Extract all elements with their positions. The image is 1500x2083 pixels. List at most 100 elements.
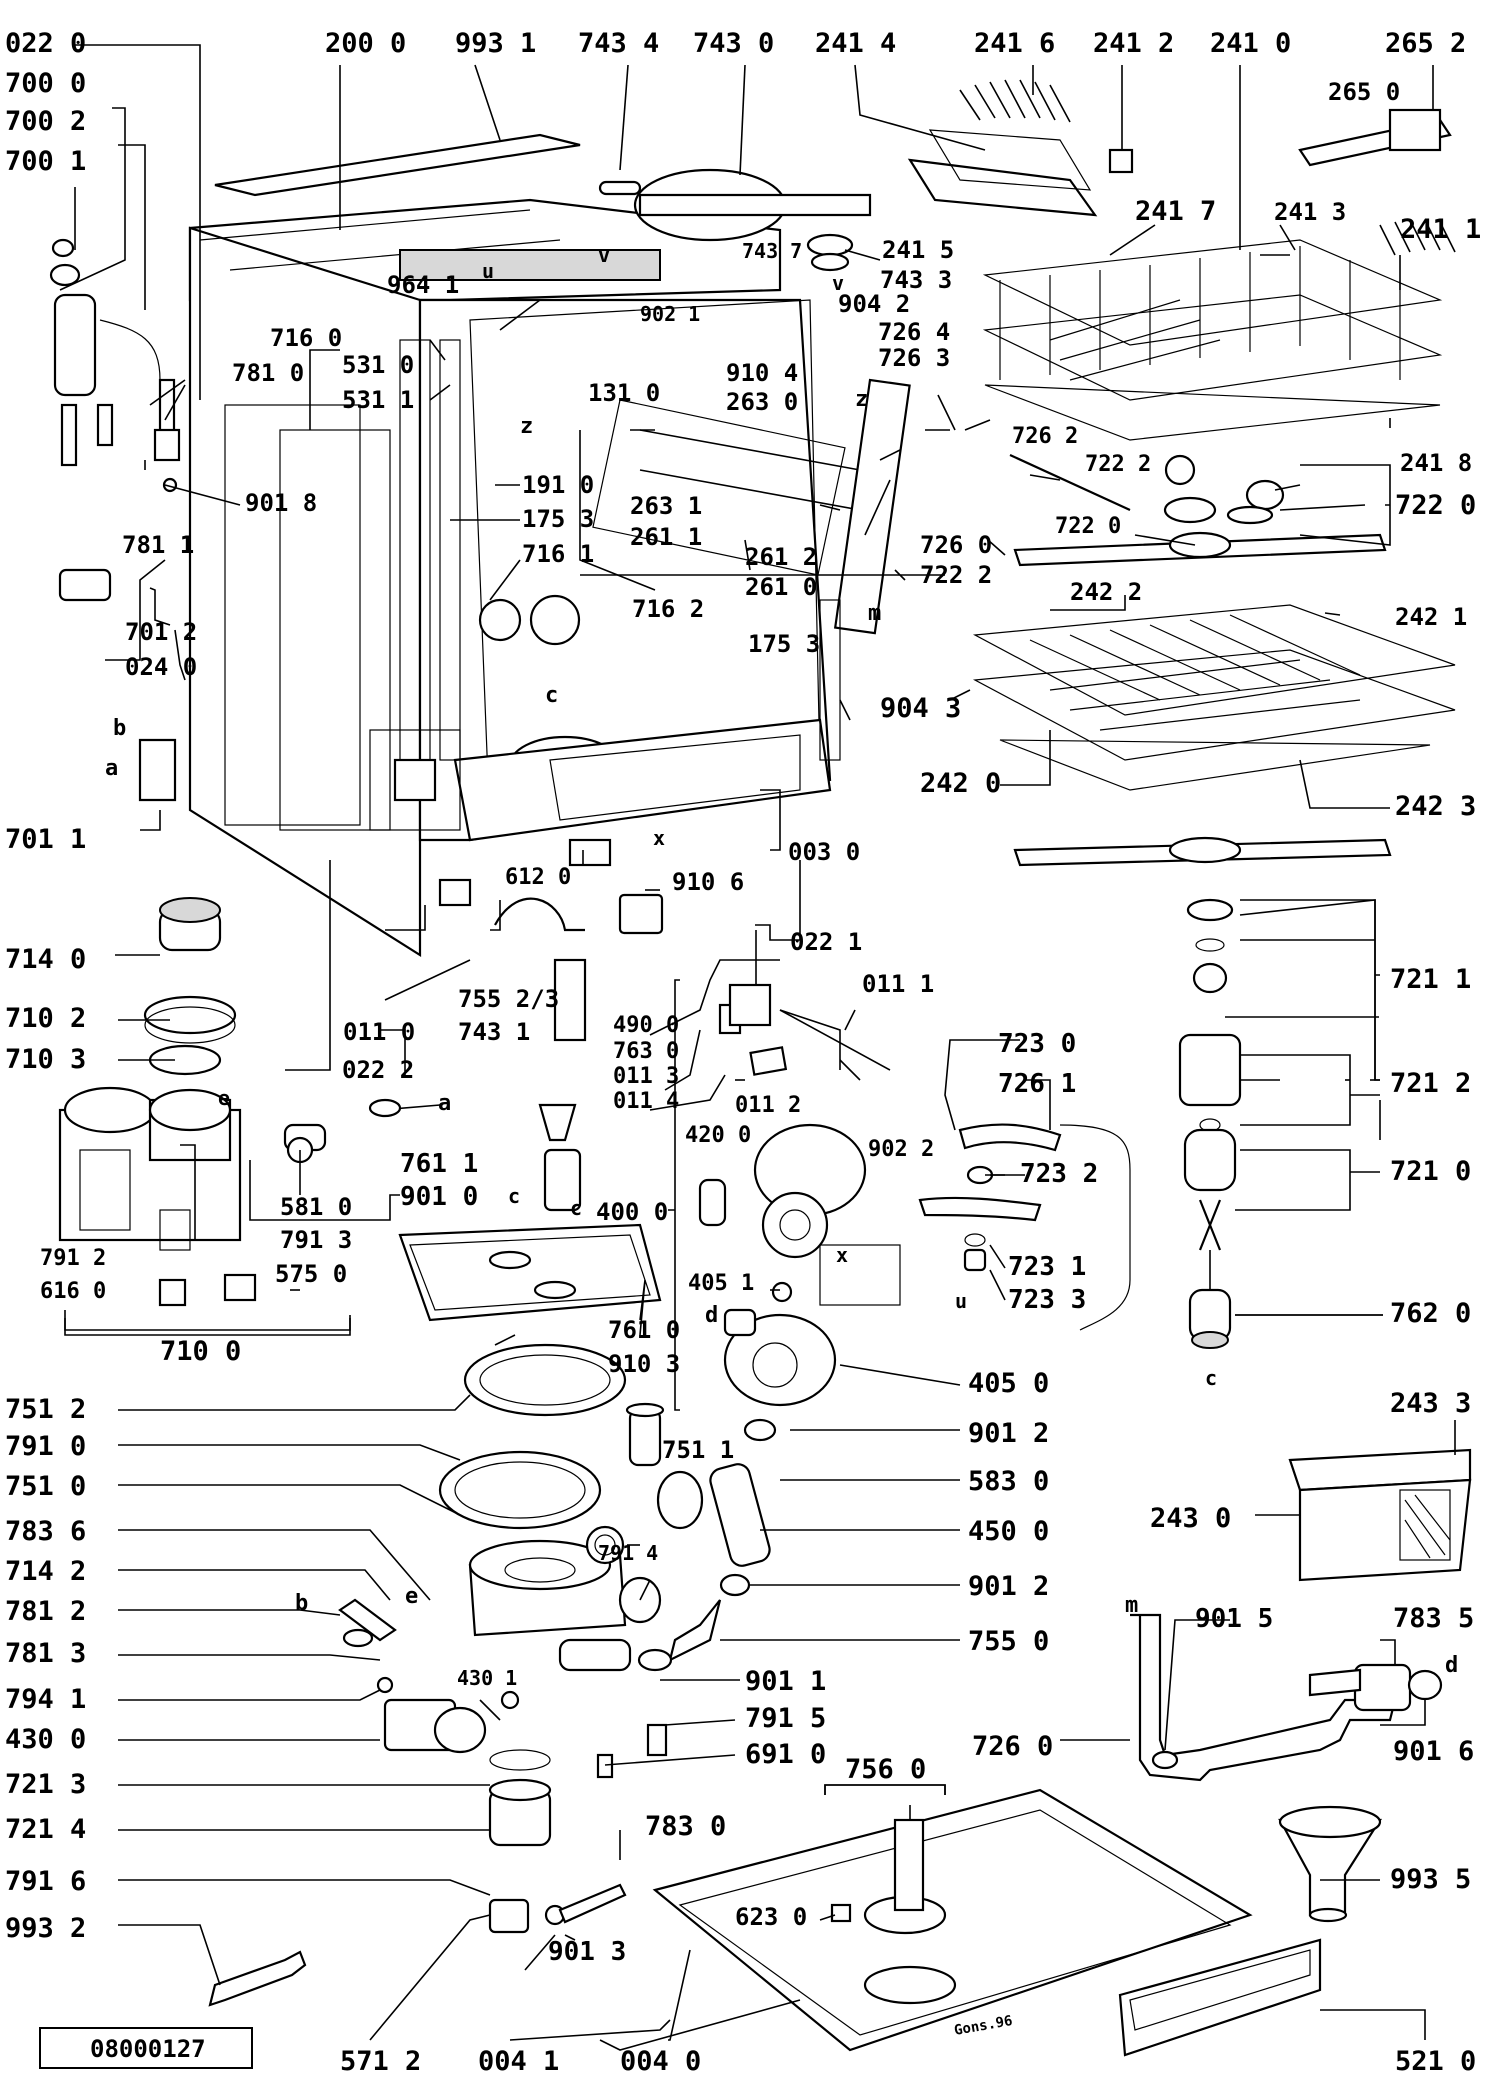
- label-901-6: 901 6: [1393, 1736, 1474, 1767]
- label-743-0: 743 0: [693, 28, 774, 59]
- label-m: m: [868, 601, 881, 626]
- label-791-0: 791 0: [5, 1431, 86, 1462]
- bracket-756: [824, 1784, 946, 1795]
- label-762-0: 762 0: [1390, 1298, 1471, 1329]
- label-751-1: 751 1: [662, 1436, 734, 1464]
- label-242-0: 242 0: [920, 768, 1001, 799]
- label-723-2: 723 2: [1020, 1159, 1098, 1189]
- label-726-1: 726 1: [998, 1069, 1076, 1099]
- lower-spray-arm: [1013, 836, 1392, 1349]
- label-z2: z: [855, 387, 868, 412]
- label-743-3: 743 3: [880, 266, 952, 294]
- label-263-0: 263 0: [726, 388, 798, 416]
- label-243-3: 243 3: [1390, 1388, 1471, 1419]
- label-910-4: 910 4: [726, 359, 798, 387]
- part-labels: 022 0 200 0 993 1 743 4 743 0 241 4 241 …: [5, 28, 1481, 2077]
- base-plate: [652, 1788, 1253, 2052]
- label-710-2: 710 2: [5, 1003, 86, 1034]
- label-721-3: 721 3: [5, 1769, 86, 1800]
- label-405-0: 405 0: [968, 1368, 1049, 1399]
- label-531-1: 531 1: [342, 386, 414, 414]
- label-901-3: 901 3: [548, 1937, 626, 1967]
- label-714-2: 714 2: [5, 1556, 86, 1587]
- label-450-0: 450 0: [968, 1516, 1049, 1547]
- label-420-0: 420 0: [685, 1123, 751, 1148]
- label-022-0: 022 0: [5, 28, 86, 59]
- label-241-7: 241 7: [1135, 196, 1216, 227]
- label-726-4: 726 4: [878, 318, 950, 346]
- label-722-0: 722 0: [1055, 514, 1121, 539]
- label-791-6: 791 6: [5, 1866, 86, 1897]
- sump-filter: [398, 1103, 665, 1637]
- label-901-2b: 901 2: [968, 1571, 1049, 1602]
- label-z1: z: [520, 414, 533, 439]
- label-722-2a: 722 2: [1085, 452, 1151, 477]
- leader-lines: [59, 44, 1456, 2051]
- label-761-0: 761 0: [608, 1316, 680, 1344]
- drain-pump: [338, 1598, 552, 1847]
- label-721-4: 721 4: [5, 1814, 86, 1845]
- label-e: e: [218, 1086, 230, 1110]
- label-571-2: 571 2: [340, 2046, 421, 2077]
- cutlery-basket: [1288, 1448, 1472, 1582]
- label-004-1: 004 1: [478, 2046, 559, 2077]
- label-v2: v: [832, 271, 844, 295]
- label-531-0: 531 0: [342, 351, 414, 379]
- label-191-0: 191 0: [522, 471, 594, 499]
- label-901-5: 901 5: [1195, 1604, 1273, 1634]
- label-430-1: 430 1: [457, 1666, 517, 1690]
- label-783-5: 783 5: [1393, 1603, 1474, 1634]
- label-022-2: 022 2: [342, 1056, 414, 1084]
- door-handle: [918, 1123, 1131, 1331]
- label-011-0: 011 0: [343, 1018, 415, 1046]
- label-x: x: [653, 826, 665, 850]
- label-783-0: 783 0: [645, 1811, 726, 1842]
- label-721-2: 721 2: [1390, 1068, 1471, 1099]
- label-726-3: 726 3: [878, 344, 950, 372]
- document-number-box: [39, 2027, 253, 2069]
- label-x2: x: [836, 1243, 848, 1267]
- left-hose: [49, 238, 181, 802]
- pipe-assembly: [1130, 1613, 1443, 1782]
- label-175-3b: 175 3: [748, 630, 820, 658]
- label-751-0: 751 0: [5, 1471, 86, 1502]
- label-004-0: 004 0: [620, 2046, 701, 2077]
- label-901-1: 901 1: [745, 1666, 826, 1697]
- label-901-0: 901 0: [400, 1182, 478, 1212]
- label-722-0-bracket: 722 0: [1395, 490, 1476, 521]
- label-261-2: 261 2: [745, 543, 817, 571]
- label-710-3: 710 3: [5, 1044, 86, 1075]
- wrench: [208, 1950, 307, 2007]
- label-901-8: 901 8: [245, 489, 317, 517]
- label-265-0: 265 0: [1328, 78, 1400, 106]
- label-011-4: 011 4: [613, 1089, 679, 1114]
- label-902-1: 902 1: [640, 302, 700, 326]
- label-c: c: [545, 683, 558, 708]
- label-726-2: 726 2: [1012, 424, 1078, 449]
- upper-spray-arm: [1009, 454, 1387, 567]
- label-723-3: 723 3: [1008, 1285, 1086, 1315]
- label-405-1: 405 1: [688, 1271, 754, 1296]
- label-241-4: 241 4: [815, 28, 896, 59]
- label-781-1: 781 1: [122, 531, 194, 559]
- label-490-0: 490 0: [613, 1013, 679, 1038]
- water-softener: [58, 897, 441, 1307]
- label-575-0: 575 0: [275, 1260, 347, 1288]
- label-726-0b: 726 0: [972, 1731, 1053, 1762]
- label-794-1: 794 1: [5, 1684, 86, 1715]
- label-430-0: 430 0: [5, 1724, 86, 1755]
- inlet-valve: [488, 1883, 627, 1934]
- label-e2: e: [405, 1584, 418, 1609]
- label-011-2: 011 2: [735, 1093, 801, 1118]
- cutlery-holder: [907, 79, 1134, 217]
- label-c3: c: [1205, 1366, 1217, 1390]
- label-901-2a: 901 2: [968, 1418, 1049, 1449]
- label-241-5: 241 5: [882, 236, 954, 264]
- bracket-400: [668, 979, 680, 1411]
- label-263-1: 263 1: [630, 492, 702, 520]
- spray-top: [598, 168, 872, 272]
- label-781-0: 781 0: [232, 359, 304, 387]
- label-521-0: 521 0: [1395, 2046, 1476, 2077]
- label-716-0: 716 0: [270, 324, 342, 352]
